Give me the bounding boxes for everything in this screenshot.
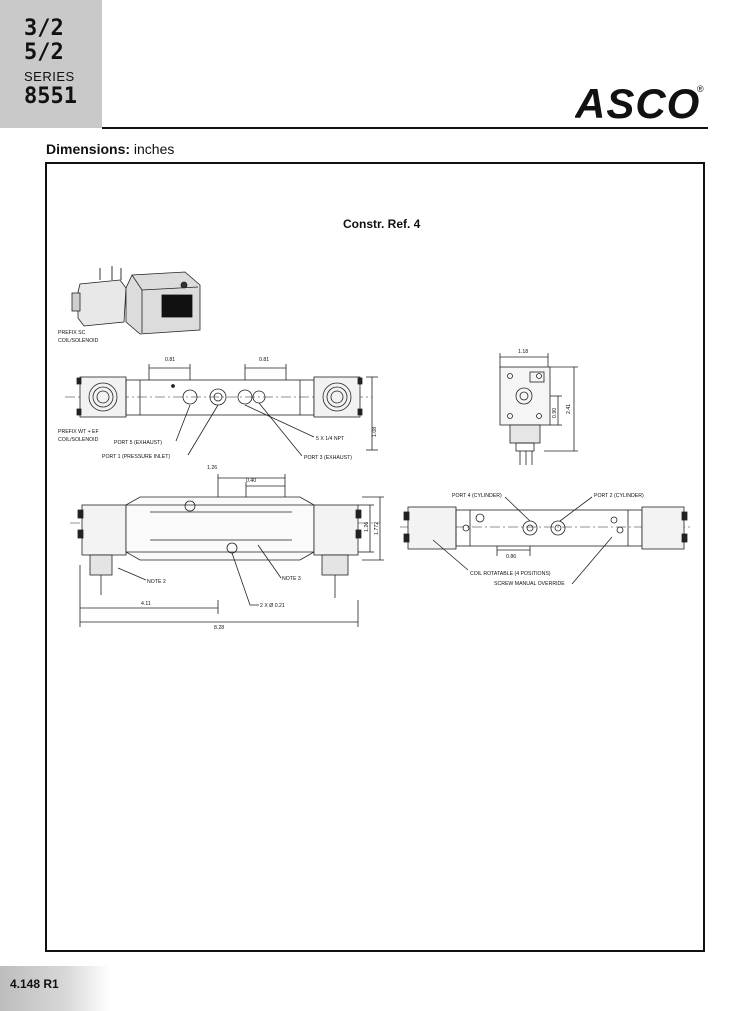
port3-label: PORT 3 (EXHAUST) [304, 455, 352, 461]
side-view [70, 474, 384, 627]
coil-rotatable-label: COIL ROTATABLE (4 POSITIONS) [470, 571, 551, 577]
dim-086: 0.86 [506, 554, 516, 560]
registered-mark: ® [697, 84, 704, 94]
logo-text: ASCO [575, 80, 700, 124]
header-rule [102, 127, 708, 129]
dim-108: 1.08 [372, 427, 378, 437]
dim-126-top: 1.26 [207, 465, 217, 471]
dim-241: 2.41 [566, 404, 572, 414]
dimensions-title: Dimensions: inches [46, 141, 175, 157]
dim-081-left: 0.81 [165, 357, 175, 363]
dim-828: 8.28 [214, 625, 224, 631]
prefix-sc-label: PREFIX SC [58, 330, 86, 336]
dim-411: 4.11 [141, 601, 151, 607]
construction-reference: Constr. Ref. 4 [343, 217, 421, 231]
dim-090: 0.90 [552, 408, 558, 418]
page-number: 4.148 R1 [10, 977, 59, 991]
dim-126-side: 1.26 [364, 522, 370, 532]
npt-label: 5 X 1/4 NPT [316, 436, 345, 442]
dim-081-right: 0.81 [259, 357, 269, 363]
port2-label: PORT 2 (CYLINDER) [594, 493, 644, 499]
dim-118: 1.18 [518, 349, 528, 355]
series-number: 8551 [24, 84, 77, 109]
valve-type-5-2: 5/2 [24, 40, 64, 65]
prefix-wt-label-2: COIL/SOLENOID [58, 437, 99, 443]
note2-label: NOTE 2 [147, 579, 166, 585]
dim-040: 0.40 [246, 478, 256, 484]
dim-1772: 1.772 [374, 522, 380, 535]
prefix-wt-label: PREFIX WT + EF [58, 429, 99, 435]
end-view [499, 353, 578, 465]
port1-label: PORT 1 (PRESSURE INLET) [102, 454, 170, 460]
series-label: SERIES [24, 69, 75, 84]
prefix-sc-label-2: COIL/SOLENOID [58, 338, 99, 344]
series-box: 3/2 5/2 SERIES 8551 [0, 0, 102, 128]
holes-label: 2 X Ø 0.21 [260, 603, 285, 609]
drawing-frame [45, 162, 705, 952]
footer-band [0, 966, 110, 1011]
valve-type-3-2: 3/2 [24, 16, 64, 41]
top-view [65, 364, 378, 457]
port4-label: PORT 4 (CYLINDER) [452, 493, 502, 499]
port5-label: PORT 5 (EXHAUST) [114, 440, 162, 446]
solenoid-iso-view [71, 266, 201, 335]
asco-logo: ASCO ® [575, 80, 704, 124]
screw-override-label: SCREW MANUAL OVERRIDE [494, 581, 565, 587]
bottom-view [400, 496, 690, 585]
note3-label: NOTE 3 [282, 576, 301, 582]
